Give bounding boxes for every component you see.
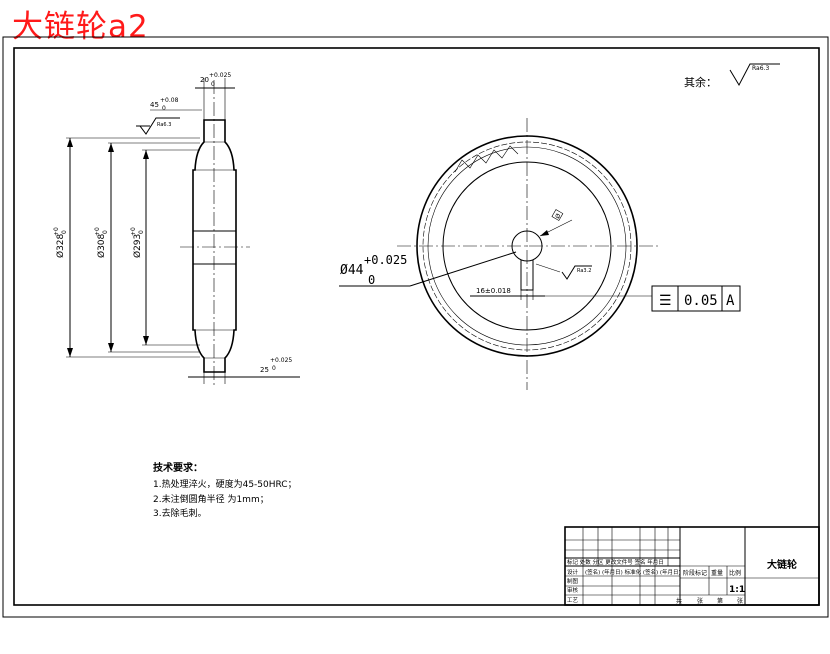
svg-text:+0: +0 (94, 227, 101, 236)
svg-text:+0.025: +0.025 (364, 253, 407, 267)
bore-dia-label: Ø44 (340, 263, 364, 278)
svg-text:0: 0 (162, 105, 166, 112)
svg-text:张: 张 (697, 597, 703, 605)
sprocket-profile (192, 119, 237, 373)
svg-text:设计: 设计 (567, 568, 579, 576)
keyway-width-label: 16±0.018 (476, 287, 511, 295)
svg-text:0: 0 (272, 365, 276, 372)
svg-text:0: 0 (102, 230, 109, 234)
inner-frame (13, 47, 820, 606)
tech-req-item: 2.未注倒圆角半径 为1mm； (153, 493, 269, 505)
svg-text:Ra6.3: Ra6.3 (752, 65, 769, 72)
front-view: Ø44 +0.025 0 16±0.018 Ø Ra3.2 ☰ 0.05 (339, 118, 741, 390)
svg-text:Ra6.3: Ra6.3 (157, 122, 171, 128)
width-top-label: 20 (200, 76, 209, 84)
svg-text:阶段标记: 阶段标记 (683, 569, 707, 577)
tech-req-item: 1.热处理淬火，硬度为45-50HRC； (153, 478, 297, 490)
svg-text:(签名) (年月日) 标准化 (签名) (年月日): (签名) (年月日) 标准化 (签名) (年月日) (585, 568, 681, 576)
chamfer-label: 45 (150, 101, 159, 109)
svg-text:0: 0 (211, 81, 215, 88)
dia-root-label: Ø293 (132, 234, 143, 258)
svg-text:工艺: 工艺 (567, 597, 579, 604)
svg-text:其余：: 其余： (684, 75, 717, 89)
technical-requirements: 技术要求： 1.热处理淬火，硬度为45-50HRC； 2.未注倒圆角半径 为1m… (153, 461, 297, 519)
svg-text:☰: ☰ (659, 293, 672, 309)
svg-text:制图: 制图 (567, 577, 579, 585)
svg-text:0: 0 (138, 230, 145, 234)
part-name: 大链轮 (767, 558, 797, 571)
svg-text:A: A (726, 293, 735, 309)
svg-text:张: 张 (737, 597, 743, 605)
svg-text:0: 0 (61, 230, 68, 234)
roughness-symbol-keyway: Ra3.2 (561, 265, 592, 280)
tolerance-frame: ☰ 0.05 A (533, 285, 741, 312)
svg-text:0: 0 (368, 273, 375, 287)
bore-section (192, 230, 237, 265)
svg-text:0.05: 0.05 (684, 293, 718, 309)
svg-text:第: 第 (717, 597, 723, 605)
svg-text:Ra3.2: Ra3.2 (577, 268, 591, 274)
svg-text:审核: 审核 (567, 586, 579, 594)
svg-text:+0.025: +0.025 (270, 357, 292, 364)
title-block: 大链轮 1:1 标记 处数 分区 更改文件号 签名 年月日 设计 (签名) (年… (564, 526, 820, 606)
svg-text:比例: 比例 (729, 569, 741, 577)
general-roughness: 其余： Ra6.3 (684, 63, 780, 89)
dia-pitch-label: Ø308 (96, 233, 107, 258)
svg-text:重量: 重量 (711, 569, 723, 577)
dia-outer-label: Ø328 (55, 233, 66, 258)
scale-value: 1:1 (729, 585, 745, 595)
svg-text:+0.025: +0.025 (209, 72, 231, 79)
width-hub-label: 25 (260, 366, 269, 374)
svg-text:Ø: Ø (554, 212, 563, 220)
svg-text:+0: +0 (130, 227, 137, 236)
roughness-symbol-top: Ra6.3 (136, 117, 180, 135)
svg-text:共: 共 (676, 597, 682, 605)
svg-text:+0: +0 (53, 227, 60, 236)
tech-req-item: 3.去除毛刺。 (153, 507, 207, 519)
svg-text:标记 处数 分区 更改文件号 签名 年月日: 标记 处数 分区 更改文件号 签名 年月日 (567, 558, 664, 566)
svg-text:+0.08: +0.08 (160, 97, 179, 104)
outer-frame (2, 36, 829, 618)
side-section-view: Ø328 +0 0 Ø308 +0 0 Ø293 +0 0 20 +0.025 … (53, 72, 300, 385)
tech-req-heading: 技术要求： (153, 461, 203, 474)
